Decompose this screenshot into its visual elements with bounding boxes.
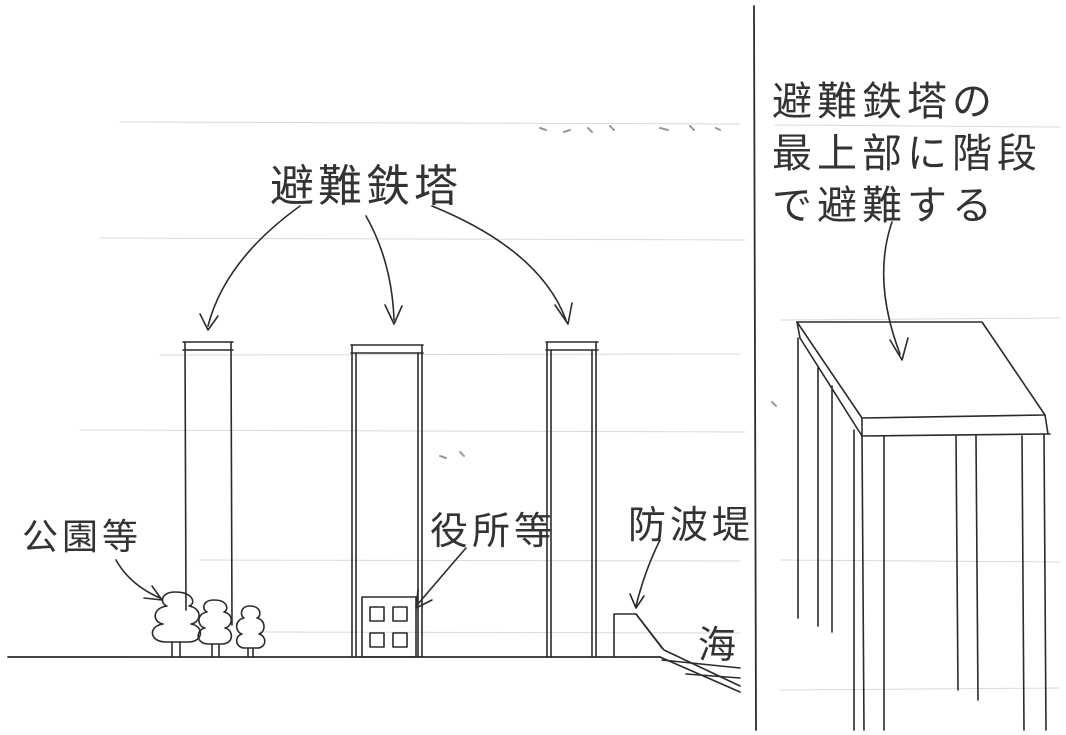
detail-note: 避難鉄塔の 最上部に階段 で避難する <box>772 76 1042 232</box>
park-label: 公園等 <box>22 517 143 558</box>
seawall-label: 防波堤 <box>628 503 755 547</box>
park-trees <box>152 592 264 657</box>
park-arrow <box>116 560 162 600</box>
detail-note-line-3: で避難する <box>772 183 997 229</box>
detail-arrow <box>884 222 908 360</box>
office-label: 役所等 <box>430 509 557 553</box>
detail-note-line-1: 避難鉄塔の <box>772 79 997 125</box>
tower-top-detail <box>797 322 1050 730</box>
tower-arrows <box>200 206 572 330</box>
seawall <box>614 614 740 692</box>
evacuation-tower-1 <box>183 342 233 625</box>
evacuation-tower-3 <box>546 342 598 657</box>
paper-texture <box>80 122 1060 690</box>
office-arrow <box>416 548 466 608</box>
sea-label: 海 <box>698 623 741 667</box>
office-building <box>362 597 416 657</box>
speckles <box>440 126 776 458</box>
evacuation-towers-label: 避難鉄塔 <box>270 161 462 212</box>
detail-note-line-2: 最上部に階段 <box>772 131 1042 177</box>
panel-divider <box>754 6 756 730</box>
seawall-arrow <box>630 540 660 608</box>
